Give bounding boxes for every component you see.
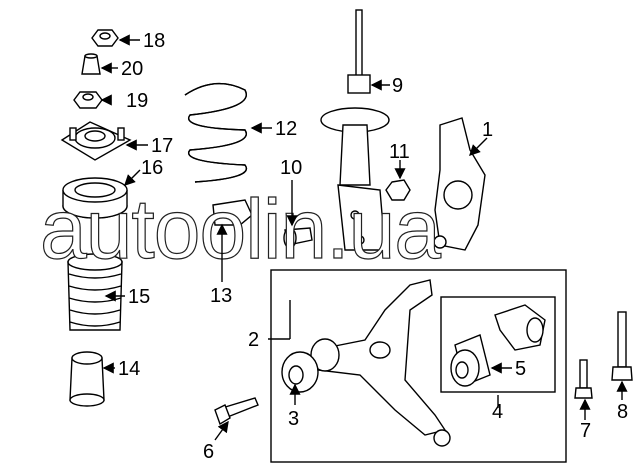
part-7-bolt[interactable] bbox=[574, 359, 593, 399]
group-box-4 bbox=[440, 296, 556, 393]
callout-8: 8 bbox=[617, 401, 628, 423]
callout-6: 6 bbox=[203, 441, 214, 463]
part-12-coil-spring[interactable] bbox=[184, 82, 248, 183]
part-13-bracket[interactable] bbox=[212, 199, 253, 226]
part-15-dust-boot[interactable] bbox=[67, 253, 123, 331]
part-14-bump-stop[interactable] bbox=[69, 351, 105, 407]
callout-16: 16 bbox=[141, 157, 163, 179]
callout-3: 3 bbox=[288, 408, 299, 430]
callout-17: 17 bbox=[151, 135, 173, 157]
part-1-steering-knuckle[interactable] bbox=[433, 117, 486, 251]
callout-15: 15 bbox=[128, 286, 150, 308]
part-20-bumper[interactable] bbox=[81, 53, 101, 75]
leader-lines bbox=[100, 34, 628, 441]
part-16-spring-seat[interactable] bbox=[62, 177, 128, 219]
watermark: autoolin.ua bbox=[40, 182, 441, 276]
part-6-bolt[interactable] bbox=[214, 397, 259, 426]
callout-19: 19 bbox=[126, 90, 148, 112]
part-8-bolt[interactable] bbox=[611, 311, 633, 381]
callout-18: 18 bbox=[143, 30, 165, 52]
callout-20: 20 bbox=[121, 58, 143, 80]
part-18-nut[interactable] bbox=[91, 29, 119, 47]
callout-4: 4 bbox=[492, 401, 503, 423]
callout-5: 5 bbox=[515, 358, 526, 380]
callout-7: 7 bbox=[580, 420, 591, 442]
group-box-2 bbox=[270, 269, 567, 463]
part-17-strut-mount[interactable] bbox=[60, 121, 132, 161]
part-9-strut-assembly[interactable] bbox=[320, 9, 390, 251]
callout-11: 11 bbox=[389, 141, 410, 163]
callout-12: 12 bbox=[275, 118, 297, 140]
callout-2: 2 bbox=[248, 329, 259, 351]
callout-9: 9 bbox=[392, 75, 403, 97]
callout-1: 1 bbox=[482, 119, 493, 141]
part-2-control-arm[interactable] bbox=[310, 279, 451, 447]
callout-10: 10 bbox=[280, 157, 302, 179]
part-19-nut[interactable] bbox=[73, 91, 103, 109]
part-10-bolt[interactable] bbox=[283, 227, 313, 249]
part-11-nut[interactable] bbox=[385, 179, 411, 201]
callout-13: 13 bbox=[210, 285, 232, 307]
part-3-bushing[interactable] bbox=[281, 351, 319, 393]
part-5-rear-bushing[interactable] bbox=[450, 304, 546, 387]
callout-14: 14 bbox=[118, 358, 140, 380]
